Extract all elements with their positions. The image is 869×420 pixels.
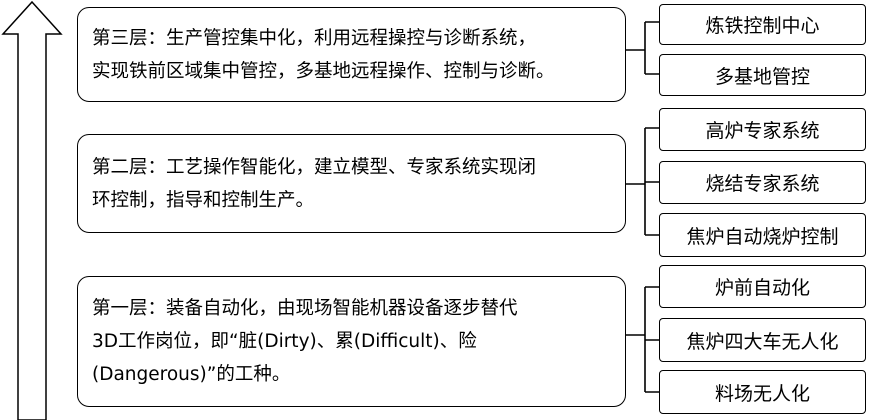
bracket-first xyxy=(626,286,659,393)
layer-first-box: 第一层：装备自动化，由现场智能机器设备逐步替代 3D工作岗位，即“脏(Dirty… xyxy=(77,276,626,407)
bracket-third xyxy=(626,21,659,75)
item-sinter-expert: 烧结专家系统 xyxy=(659,161,866,204)
layer-second-box: 第二层：工艺操作智能化，建立模型、专家系统实现闭 环控制，指导和控制生产。 xyxy=(77,134,626,233)
up-arrow-icon xyxy=(1,0,63,420)
item-ironmaking-control-center: 炼铁控制中心 xyxy=(659,4,866,45)
item-coke-oven-auto-heating: 焦炉自动烧炉控制 xyxy=(659,213,866,257)
bracket-second xyxy=(626,127,659,236)
layer-first-line-3: (Dangerous)”的工种。 xyxy=(92,364,291,385)
item-blast-furnace-expert: 高炉专家系统 xyxy=(659,108,866,151)
layer-first-line-2: 3D工作岗位，即“脏(Dirty)、累(Difficult)、险 xyxy=(92,331,477,352)
item-furnace-front-automation: 炉前自动化 xyxy=(659,265,866,308)
item-multi-base-control: 多基地管控 xyxy=(659,54,866,96)
layer-second-line-1: 第二层：工艺操作智能化，建立模型、专家系统实现闭 xyxy=(92,156,537,178)
layer-third-line-2: 实现铁前区域集中管控，多基地远程操作、控制与诊断。 xyxy=(92,60,555,82)
layer-first-line-1: 第一层：装备自动化，由现场智能机器设备逐步替代 xyxy=(92,298,518,319)
layer-third-line-1: 第三层：生产管控集中化，利用远程操控与诊断系统， xyxy=(92,27,537,49)
item-stockyard-unmanned: 料场无人化 xyxy=(659,370,866,414)
layer-second-line-2: 环控制，指导和控制生产。 xyxy=(92,189,315,211)
layer-third-box: 第三层：生产管控集中化，利用远程操控与诊断系统， 实现铁前区域集中管控，多基地远… xyxy=(77,7,626,102)
item-coke-oven-unmanned-vehicles: 焦炉四大车无人化 xyxy=(659,318,866,362)
